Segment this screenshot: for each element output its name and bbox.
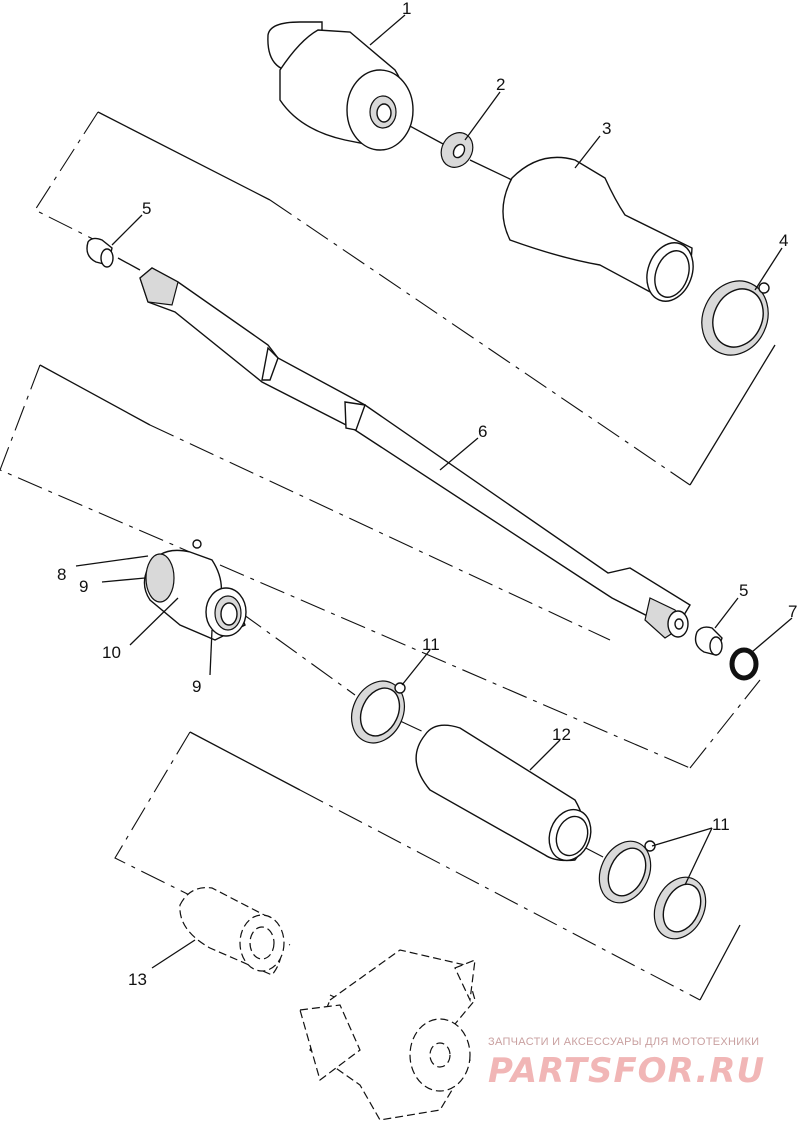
callout-9-lower: 9 [192, 677, 201, 696]
watermark: ЗАПЧАСТИ И АКСЕССУАРЫ ДЛЯ МОТОТЕХНИКИ PA… [488, 1036, 765, 1091]
callout-10: 10 [102, 643, 121, 662]
part-5-plug-upper [86, 237, 114, 268]
callout-12: 12 [552, 725, 571, 744]
callout-5-upper: 5 [142, 199, 151, 218]
callout-8: 8 [57, 565, 66, 584]
part-6-drive-shaft [139, 267, 691, 639]
part-7-o-ring [729, 647, 759, 681]
callout-6: 6 [478, 422, 487, 441]
callout-2: 2 [496, 75, 505, 94]
callout-5-lower: 5 [739, 581, 748, 600]
callout-3: 3 [602, 119, 611, 138]
callout-11-lower: 11 [712, 815, 730, 834]
part-8-9-10-housing [143, 539, 247, 641]
callout-7: 7 [788, 602, 797, 621]
part-5-plug-lower [694, 626, 723, 656]
part-12-hose [415, 724, 592, 862]
watermark-logo: PARTSFOR.RU [488, 1051, 765, 1091]
part-11-clamps-lower [598, 840, 707, 940]
part-3-boot [502, 156, 694, 302]
part-1-sleeve [267, 21, 414, 151]
callout-numbers: 1 2 3 4 5 5 6 7 8 9 10 9 11 11 12 13 [57, 0, 797, 989]
callout-4: 4 [779, 231, 788, 250]
callout-9-upper: 9 [79, 577, 88, 596]
impeller-phantom [299, 949, 476, 1121]
part-13-coupler [179, 887, 285, 976]
part-4-clamp [701, 280, 770, 356]
leader-lines [75, 14, 793, 969]
watermark-tagline: ЗАПЧАСТИ И АКСЕССУАРЫ ДЛЯ МОТОТЕХНИКИ [488, 1036, 759, 1048]
callout-11-upper: 11 [422, 635, 440, 654]
callout-1: 1 [402, 0, 411, 18]
part-11-clamp-upper [351, 680, 406, 744]
part-2-washer [440, 132, 474, 168]
callout-13: 13 [128, 970, 147, 989]
